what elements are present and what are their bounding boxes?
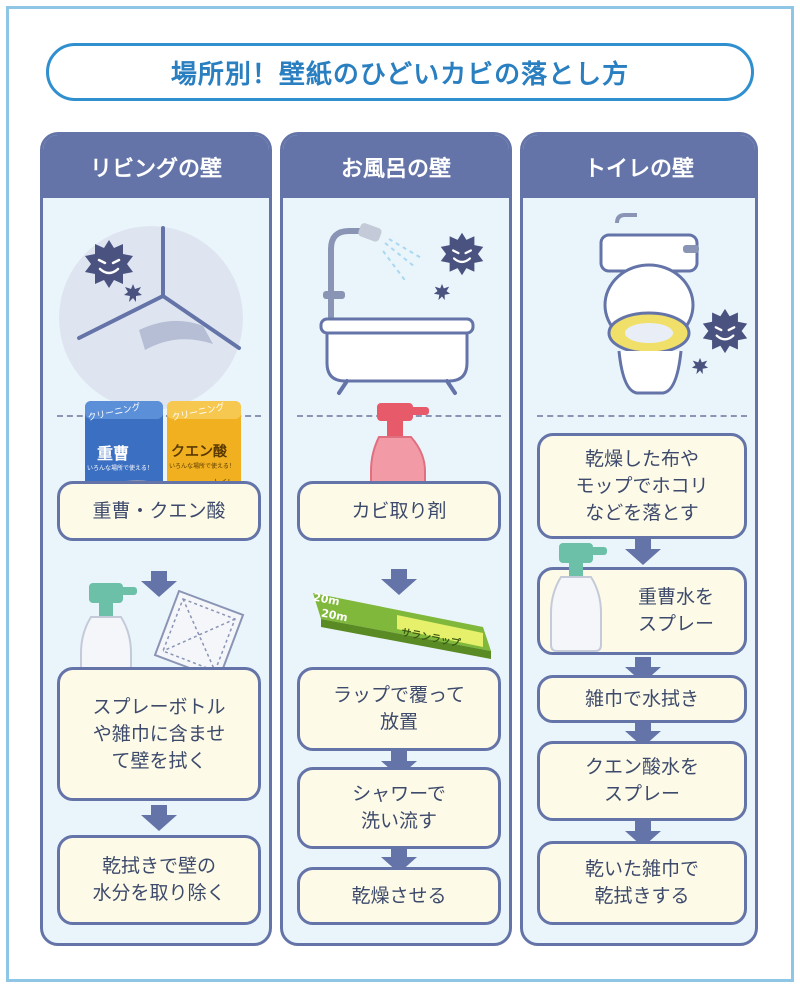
- column-heading: リビングの壁: [43, 135, 269, 198]
- shower-icon: [323, 223, 424, 328]
- down-arrow-icon: [625, 657, 661, 683]
- mold-face-icon: [702, 308, 748, 354]
- mold-spot-icon: [691, 357, 709, 375]
- down-arrow-icon: [625, 721, 661, 747]
- step-box: クエン酸水を スプレー: [537, 741, 747, 821]
- section-divider: [537, 415, 747, 417]
- step-box: スプレーボトル や雑巾に含ませ て壁を拭く: [57, 667, 261, 801]
- step-box: 雑巾で水拭き: [537, 675, 747, 723]
- plastic-wrap-box-icon: [313, 593, 491, 659]
- step-box: 乾燥した布や モップでホコリ などを落とす: [537, 433, 747, 539]
- down-arrow-icon: [141, 805, 177, 831]
- column-heading: トイレの壁: [523, 135, 755, 198]
- down-arrow-icon: [141, 571, 177, 597]
- bag-left-name: 重曹: [97, 444, 130, 463]
- toilet-icon: [599, 213, 699, 395]
- mold-spot-icon: [433, 283, 451, 301]
- step-box: シャワーで 洗い流す: [297, 767, 501, 849]
- spray-bottle-icon: [550, 543, 607, 652]
- column-living: リビングの壁 クリーニング 重曹 いろんな場所で使える！ クリーニング クエン酸…: [40, 132, 272, 946]
- down-arrow-icon: [381, 569, 417, 595]
- down-arrow-icon: [381, 751, 417, 777]
- step-box: カビ取り剤: [297, 481, 501, 541]
- page-title: 場所別！壁紙のひどいカビの落とし方: [46, 43, 754, 101]
- wall-corner-illustration: [59, 226, 243, 410]
- step-box: 乾拭きで壁の 水分を取り除く: [57, 835, 261, 925]
- column-toilet: トイレの壁 乾燥した布や モップでホコリ などを落とす 重曹水を スプレー 雑巾…: [520, 132, 758, 946]
- bag-right-sub: いろんな場所で使える！: [169, 463, 235, 470]
- mold-spot-icon: [124, 284, 142, 302]
- column-bathroom: お風呂の壁 カビ取り剤 20m 20m サランラップ ラップで覆って 放置 シャ…: [280, 132, 512, 946]
- down-arrow-icon: [625, 821, 661, 847]
- down-arrow-icon: [625, 539, 661, 565]
- step-box: 乾いた雑巾で 乾拭きする: [537, 841, 747, 925]
- step-box: 乾燥させる: [297, 867, 501, 925]
- bag-right-name: クエン酸: [171, 444, 227, 460]
- mold-face-icon: [85, 240, 133, 288]
- down-arrow-icon: [381, 847, 417, 873]
- column-heading: お風呂の壁: [283, 135, 509, 198]
- bathtub-icon: [319, 317, 475, 395]
- bag-left-sub: いろんな場所で使える！: [87, 465, 153, 472]
- mold-face-icon: [440, 232, 484, 276]
- step-box: 重曹・クエン酸: [57, 481, 261, 541]
- step-box: ラップで覆って 放置: [297, 667, 501, 751]
